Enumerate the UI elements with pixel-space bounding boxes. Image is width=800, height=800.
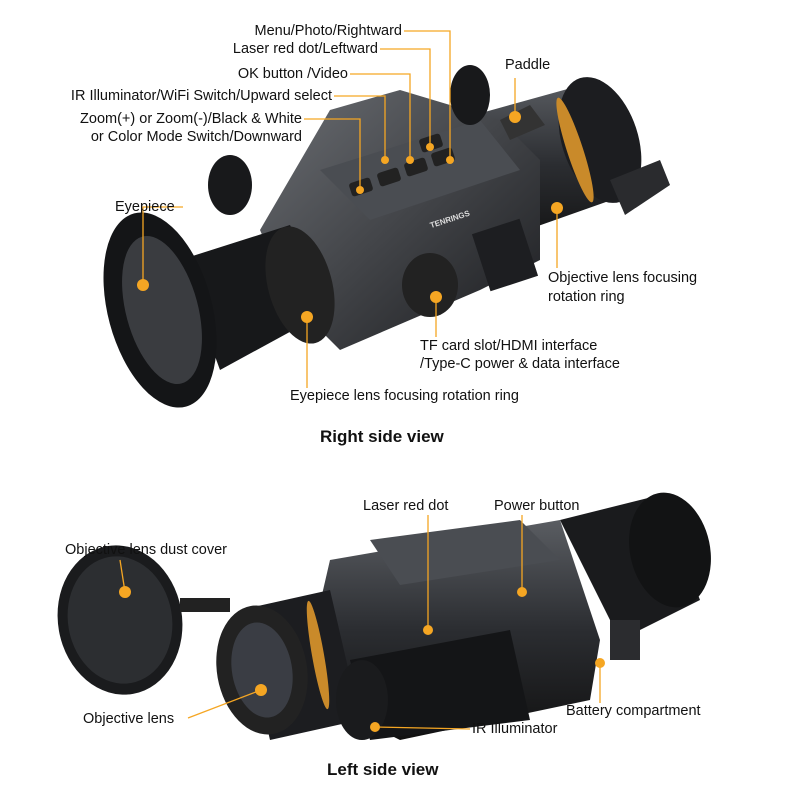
label-zoom-button-line2: or Color Mode Switch/Downward [90, 129, 302, 145]
label-objective-lens: Objective lens [83, 711, 175, 727]
label-ir-button: IR Illuminator/WiFi Switch/Upward select [70, 88, 332, 104]
label-battery-compartment: Battery compartment [566, 703, 701, 719]
label-laser-red-dot: Laser red dot [363, 498, 449, 514]
label-laser-button: Laser red dot/Leftward [232, 41, 378, 57]
label-dust-cover: Objective lens dust cover [65, 542, 227, 558]
label-menu-button: Menu/Photo/Rightward [254, 23, 403, 39]
label-objective-ring-line1: Objective lens focusing [548, 270, 698, 286]
label-tf-slot-line2: /Type-C power & data interface [420, 356, 620, 372]
label-objective-ring-line2: rotation ring [548, 289, 625, 305]
caption-left-side-view: Left side view [327, 760, 439, 779]
caption-right-side-view: Right side view [320, 427, 444, 446]
label-zoom-button-line1: Zoom(+) or Zoom(-)/Black & White [80, 111, 302, 127]
label-power-button: Power button [494, 498, 580, 514]
left-side-scope [57, 492, 711, 740]
label-tf-slot-line1: TF card slot/HDMI interface [420, 338, 598, 354]
label-ir-illuminator: IR Illuminator [472, 721, 558, 737]
label-eyepiece: Eyepiece [115, 199, 175, 215]
right-side-scope: TENRINGS [103, 65, 670, 408]
callout-dots [119, 111, 605, 732]
label-eyepiece-ring: Eyepiece lens focusing rotation ring [290, 388, 519, 404]
label-ok-button: OK button /Video [237, 66, 348, 82]
label-paddle: Paddle [505, 57, 551, 73]
